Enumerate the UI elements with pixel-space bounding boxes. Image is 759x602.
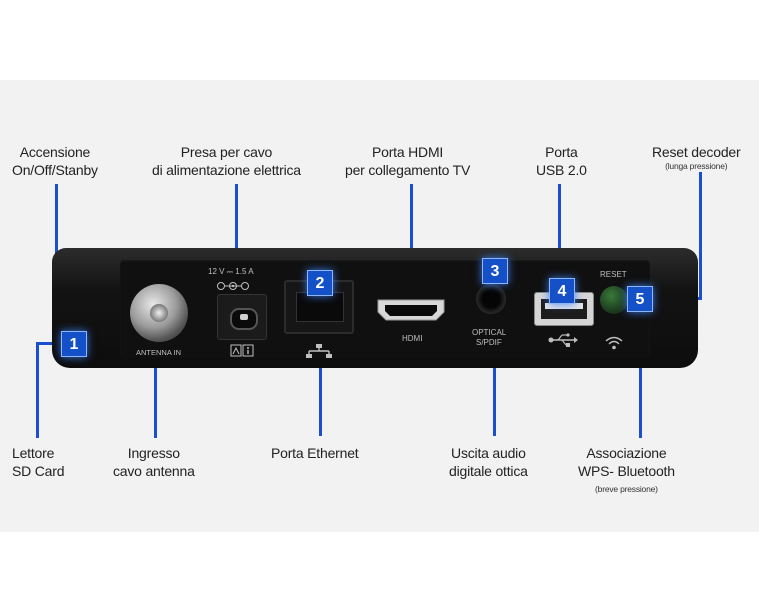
antenna-connector: [130, 284, 188, 342]
label-porta-hdmi: Porta HDMI per collegamento TV: [345, 144, 471, 178]
callout-4: 4: [549, 278, 575, 304]
ethernet-icon: [306, 344, 332, 358]
reset-button[interactable]: [600, 286, 628, 314]
line-reset-v: [699, 172, 702, 300]
antenna-in-text: ANTENNA IN: [136, 348, 182, 357]
callout-1: 1: [61, 331, 87, 357]
line-usb: [558, 184, 561, 280]
label-porta-ethernet: Porta Ethernet: [271, 445, 359, 461]
callout-5: 5: [627, 286, 653, 312]
optical-port: [476, 284, 506, 314]
label-uscita-ottica: Uscita audio digitale ottica: [449, 445, 528, 479]
optical-text: OPTICAL: [472, 328, 507, 337]
power-polarity-icon: [215, 278, 251, 290]
manual-info-icon: [230, 343, 254, 357]
label-presa-alimentazione: Presa per cavo di alimentazione elettric…: [152, 144, 301, 178]
line-lettore-h: [36, 342, 64, 345]
callout-3: 3: [482, 258, 508, 284]
spdif-text: S/PDIF: [476, 338, 502, 347]
line-ingresso: [154, 318, 157, 438]
hdmi-port: [376, 298, 446, 322]
label-porta-usb: Porta USB 2.0: [536, 144, 587, 178]
reset-text: RESET: [600, 270, 627, 279]
label-reset-decoder: Reset decoder (lunga pressione): [652, 144, 741, 171]
label-lettore-sd: Lettore SD Card: [12, 445, 65, 479]
line-lettore: [36, 342, 39, 438]
label-accensione: Accensione On/Off/Stanby: [12, 144, 98, 178]
power-rating-text: 12 V ⎓ 1.5 A: [208, 267, 254, 276]
line-accensione: [55, 184, 58, 274]
line-hdmi: [410, 184, 413, 304]
callout-2: 2: [307, 270, 333, 296]
label-associazione-wps: Associazione WPS- Bluetooth (breve press…: [578, 445, 675, 494]
power-jack: [217, 294, 267, 340]
label-ingresso-antenna: Ingresso cavo antenna: [113, 445, 195, 479]
line-associazione: [639, 310, 642, 438]
wifi-icon: [605, 336, 623, 350]
hdmi-text: HDMI: [402, 334, 423, 343]
usb-icon: [548, 333, 578, 347]
decoder-device: ANTENNA IN 12 V ⎓ 1.5 A: [52, 248, 698, 368]
